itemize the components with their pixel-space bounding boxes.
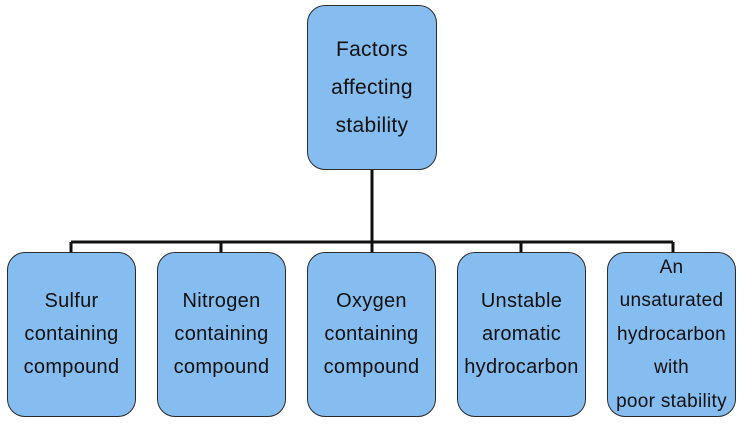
child-node-label: Nitrogen containing compound <box>173 290 270 378</box>
root-node-factors-affecting-stability: Factors affecting stability <box>307 5 437 170</box>
child-node-unsaturated-hydrocarbon: An unsaturated hydrocarbon with poor sta… <box>607 252 736 417</box>
child-node-label: Sulfur containing compound <box>23 290 120 378</box>
child-node-oxygen-compound: Oxygen containing compound <box>307 252 436 417</box>
child-node-nitrogen-compound: Nitrogen containing compound <box>157 252 286 417</box>
child-node-label: An unsaturated hydrocarbon with poor sta… <box>616 256 727 412</box>
root-node-label: Factors affecting stability <box>331 37 413 137</box>
child-node-label: Unstable aromatic hydrocarbon <box>464 290 579 378</box>
child-node-unstable-aromatic-hydrocarbon: Unstable aromatic hydrocarbon <box>457 252 586 417</box>
child-node-label: Oxygen containing compound <box>323 290 420 378</box>
child-node-sulfur-compound: Sulfur containing compound <box>7 252 136 417</box>
